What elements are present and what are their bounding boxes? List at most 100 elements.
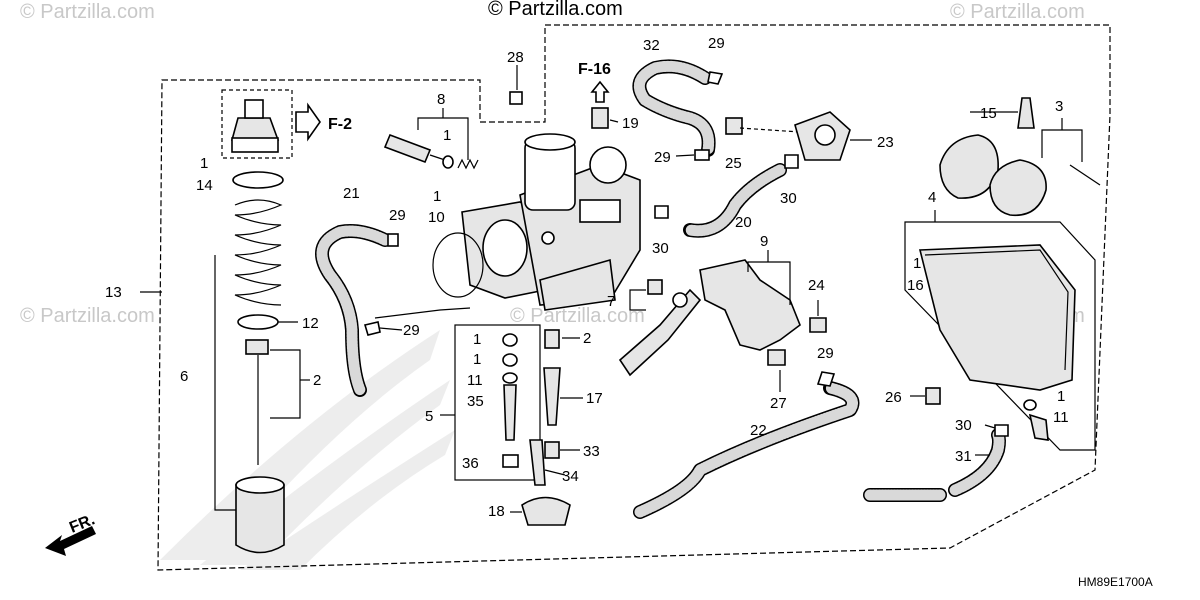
screw-26	[925, 387, 941, 405]
throttle-linkage-7	[618, 279, 702, 377]
callout-29: 29	[403, 322, 420, 339]
washer-12	[237, 314, 279, 330]
callout-30: 30	[780, 190, 797, 207]
callout-29: 29	[708, 35, 725, 52]
assembly-boundary	[157, 24, 1111, 571]
callout-1: 1	[473, 331, 481, 348]
diagram-code: HM89E1700A	[1078, 575, 1153, 589]
clip-30b	[654, 205, 669, 219]
callout-30: 30	[652, 240, 669, 257]
clip-29e	[816, 371, 836, 387]
holder-36	[502, 454, 519, 468]
callout-30: 30	[955, 417, 972, 434]
arrow-right-icon	[295, 102, 321, 142]
callout-21: 21	[343, 185, 360, 202]
callout-7: 7	[607, 293, 615, 310]
honda-wing-watermark	[160, 330, 455, 570]
float-bowl-box	[904, 221, 1096, 451]
throttle-valve-6	[235, 484, 285, 554]
callout-31: 31	[955, 448, 972, 465]
watermark-top-left: © Partzilla.com	[20, 1, 155, 23]
clip-30a	[784, 154, 799, 169]
callout-22: 22	[750, 422, 767, 439]
callout-29: 29	[389, 207, 406, 224]
drain-plug-18	[521, 496, 571, 526]
callout-34: 34	[562, 468, 579, 485]
callout-13: 13	[105, 284, 122, 301]
callout-1: 1	[443, 127, 451, 144]
watermark-mid-center: © Partzilla.com	[510, 305, 645, 327]
spring-part	[234, 199, 283, 306]
callout-33: 33	[583, 443, 600, 460]
callout-16: 16	[907, 277, 924, 294]
callout-1: 1	[200, 155, 208, 172]
callout-4: 4	[928, 189, 936, 206]
callout-11: 11	[467, 372, 483, 389]
watermark-mid-left: © Partzilla.com	[20, 305, 155, 327]
o-ring-14	[232, 171, 284, 189]
callout-23: 23	[877, 134, 894, 151]
callout-8: 8	[437, 91, 445, 108]
callout-19: 19	[622, 115, 639, 132]
callout-18: 18	[488, 503, 505, 520]
callout-24: 24	[808, 277, 825, 294]
jet-group-box	[454, 324, 541, 481]
clip-29a	[387, 233, 399, 247]
callout-1: 1	[473, 351, 481, 368]
front-direction-arrow	[45, 526, 96, 556]
fitting-19	[591, 107, 609, 129]
jet-34	[529, 439, 546, 486]
callout-1: 1	[1057, 388, 1065, 405]
jet-2b	[544, 329, 560, 349]
carburetor-top-cap-group	[221, 89, 321, 159]
callout-10: 10	[428, 209, 445, 226]
needle-clip	[245, 339, 269, 355]
callout-5: 5	[425, 408, 433, 425]
watermark-top-center: © Partzilla.com	[488, 0, 623, 20]
callout-1: 1	[433, 188, 441, 205]
callout-29: 29	[817, 345, 834, 362]
clip-29c	[707, 71, 724, 85]
float-3b	[989, 159, 1047, 217]
callout-36: 36	[462, 455, 479, 472]
callout-12: 12	[302, 315, 319, 332]
callout-26: 26	[885, 389, 902, 406]
clip-29b	[363, 321, 381, 336]
callout-20: 20	[735, 214, 752, 231]
callout-28: 28	[507, 49, 524, 66]
float-valve-15	[1017, 97, 1035, 129]
callout-1: 1	[913, 255, 921, 272]
screw-27	[767, 349, 786, 366]
callout-32: 32	[643, 37, 660, 54]
needle-jet-35	[503, 384, 517, 441]
callout-3: 3	[1055, 98, 1063, 115]
callout-15: 15	[980, 105, 997, 122]
screw-25	[725, 117, 743, 135]
watermark-top-right: © Partzilla.com	[950, 1, 1085, 23]
float-bowl-16	[918, 244, 1076, 391]
idle-screw-8	[383, 108, 479, 170]
gasket-10	[432, 232, 484, 298]
jet-33	[544, 441, 560, 459]
callout-9: 9	[760, 233, 768, 250]
ref-f2: F-2	[328, 116, 352, 133]
carburetor-body	[461, 133, 641, 311]
screw-24	[809, 317, 827, 333]
callout-2: 2	[583, 330, 591, 347]
drain-screw-11b	[1028, 413, 1049, 441]
callout-17: 17	[586, 390, 603, 407]
callout-25: 25	[725, 155, 742, 172]
callout-2: 2	[313, 372, 321, 389]
leader-6	[214, 255, 236, 511]
clip-29d	[694, 149, 710, 161]
jet-17	[543, 367, 561, 426]
clip-30c	[994, 424, 1009, 437]
ref-f16: F-16	[578, 61, 611, 78]
callout-29: 29	[654, 149, 671, 166]
callout-6: 6	[180, 368, 188, 385]
bracket-9	[699, 259, 801, 351]
callout-35: 35	[467, 393, 484, 410]
callout-27: 27	[770, 395, 787, 412]
callout-14: 14	[196, 177, 213, 194]
